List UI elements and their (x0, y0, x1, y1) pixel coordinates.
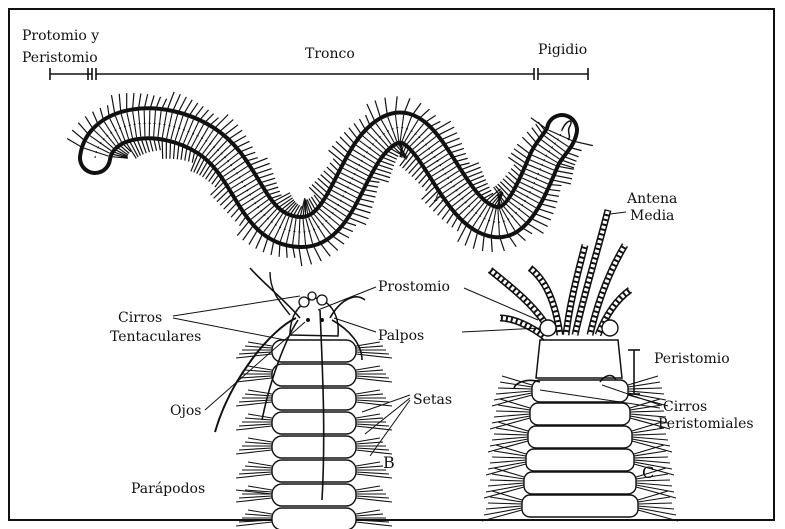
c-cirros-label: Cirros (663, 399, 707, 415)
c-antena-label: Antena (626, 191, 677, 207)
tronco-label: Tronco (305, 46, 355, 62)
body-region-scale: Protomio y Peristomio Tronco Pigidio (22, 28, 588, 80)
b-setas-label: Setas (413, 392, 452, 408)
b-palpos-label: Palpos (378, 328, 424, 344)
figure-b-letter: B (383, 453, 395, 472)
worm-whole-body: A (67, 92, 593, 266)
c-media-label: Media (630, 208, 674, 224)
peristomio-label: Peristomio (22, 50, 98, 66)
worm-anterior-b: Prostomio Cirros Tentaculares Palpos Ojo… (110, 268, 452, 529)
b-prostomio-label: Prostomio (378, 279, 450, 295)
pigidio-label: Pigidio (538, 42, 587, 58)
b-parapodos-label: Parápodos (131, 481, 205, 497)
figure-a-letter: A (433, 186, 446, 205)
c-peristomiales-label: Peristomiales (658, 416, 754, 432)
worm-anterior-c: Antena Media Peristomio Cirros Peristomi… (462, 191, 754, 521)
b-ojos-label: Ojos (170, 403, 201, 419)
b-cirros-label: Cirros (118, 310, 162, 326)
protomio-label: Protomio y (22, 28, 99, 44)
figure-c-letter: C (642, 463, 654, 482)
c-peristomio-label: Peristomio (654, 351, 730, 367)
b-tentaculares-label: Tentaculares (110, 329, 201, 345)
